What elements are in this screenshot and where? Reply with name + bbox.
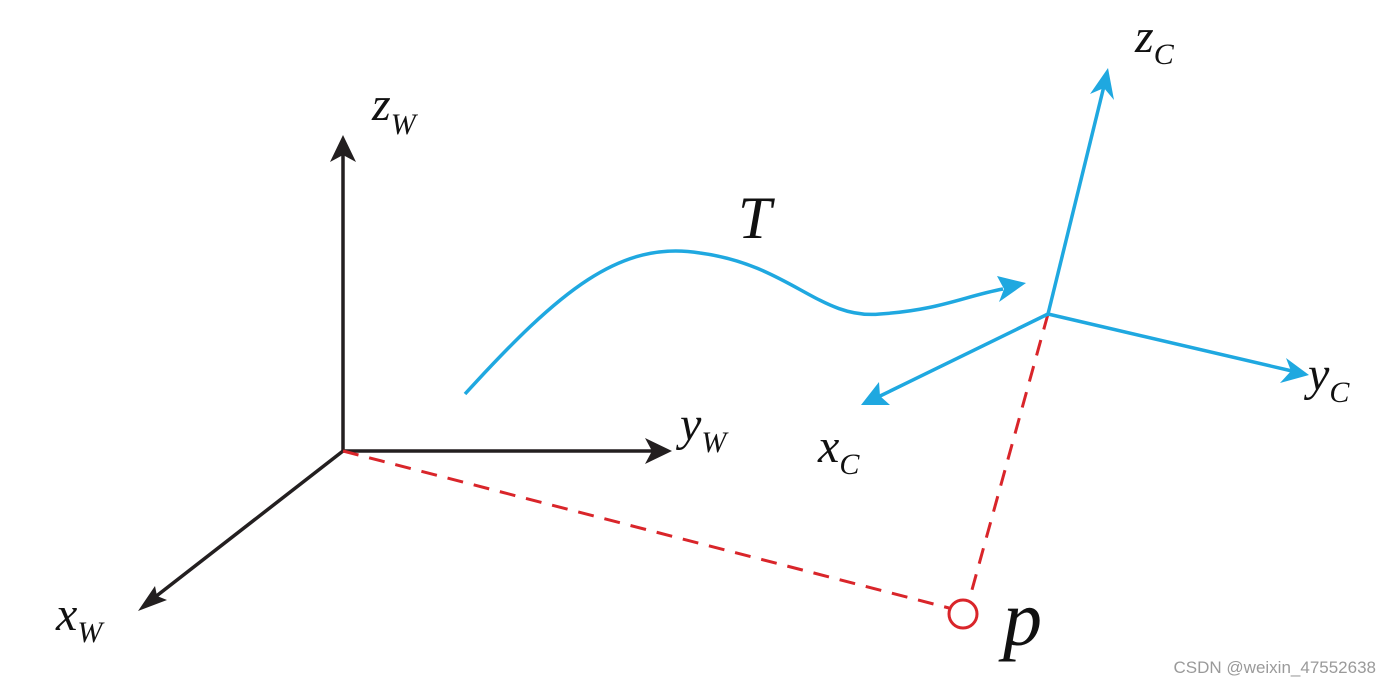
world-x-axis — [148, 449, 345, 603]
label-point-p: p — [998, 575, 1042, 662]
camera-y-arrowhead — [1280, 358, 1309, 383]
camera-to-point-dashed-line — [968, 313, 1050, 598]
axis-labels: zW yW xW zC yC xC T p — [55, 10, 1350, 662]
transform-path — [463, 249, 1004, 396]
world-to-point-dashed-line — [342, 449, 950, 610]
camera-frame — [861, 68, 1309, 405]
label-z-world: zW — [371, 78, 419, 141]
label-x-world: xW — [55, 588, 105, 649]
camera-x-arrowhead — [861, 382, 890, 405]
world-x-arrowhead — [138, 586, 167, 611]
label-y-world: yW — [675, 398, 729, 459]
world-y-arrowhead — [645, 438, 672, 464]
camera-z-axis — [1046, 85, 1106, 315]
projection-lines — [342, 313, 1050, 630]
point-p-marker — [947, 598, 979, 630]
watermark: CSDN @weixin_47552638 — [1173, 658, 1376, 677]
world-z-arrowhead — [330, 135, 356, 162]
label-z-camera: zC — [1134, 10, 1175, 71]
world-frame — [138, 135, 672, 611]
camera-y-axis — [1047, 312, 1293, 373]
label-transform: T — [738, 185, 775, 251]
camera-z-arrowhead — [1090, 68, 1114, 100]
label-x-camera: xC — [817, 420, 860, 481]
transform-arrowhead — [997, 276, 1026, 302]
transform-curve — [463, 249, 1026, 396]
camera-x-axis — [877, 312, 1049, 399]
label-y-camera: yC — [1303, 348, 1350, 409]
